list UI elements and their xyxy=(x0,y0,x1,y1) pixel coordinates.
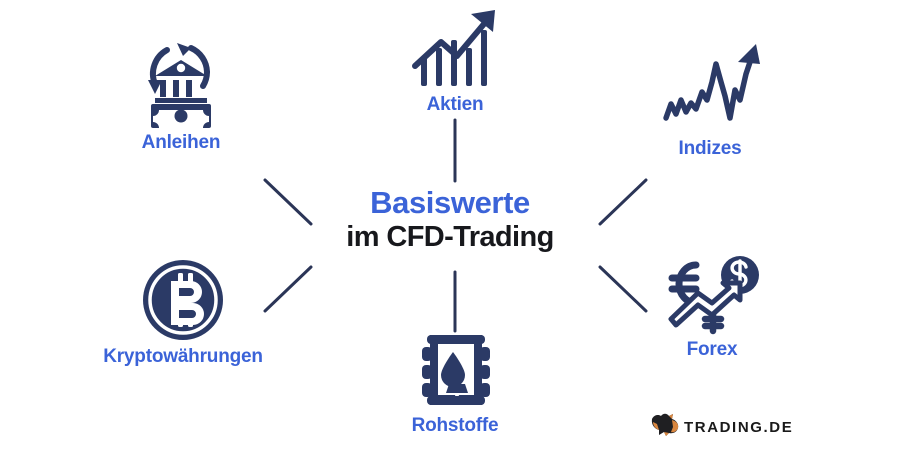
node-aktien[interactable]: Aktien xyxy=(355,4,555,116)
brand-logo[interactable]: TRADING.DE xyxy=(648,411,793,444)
node-label-forex: Forex xyxy=(686,339,738,360)
page-title: Basiswerte im CFD-Trading xyxy=(280,185,620,253)
node-krypto[interactable]: Kryptowährungen xyxy=(83,258,283,368)
node-forex[interactable]: Forex xyxy=(612,253,812,361)
node-anleihen[interactable]: Anleihen xyxy=(81,32,281,154)
node-label-aktien: Aktien xyxy=(426,94,484,115)
connector-indizes xyxy=(598,178,648,226)
brand-name: TRADING.DE xyxy=(684,419,794,436)
page-title-line-2: im CFD-Trading xyxy=(346,220,554,253)
volatile-line-chart-arrow-icon xyxy=(610,34,810,134)
node-rohstoffe[interactable]: Rohstoffe xyxy=(355,327,555,437)
node-indizes[interactable]: Indizes xyxy=(610,34,810,160)
node-label-anleihen: Anleihen xyxy=(141,132,221,153)
bank-recycle-banknote-icon xyxy=(81,32,281,128)
node-label-krypto: Kryptowährungen xyxy=(103,346,263,367)
bitcoin-coin-icon xyxy=(83,258,283,342)
node-label-indizes: Indizes xyxy=(678,138,742,159)
bull-icon xyxy=(648,411,682,444)
currency-exchange-arrow-icon xyxy=(612,253,812,335)
connector-forex xyxy=(598,265,648,313)
page-title-line-1: Basiswerte xyxy=(370,185,530,220)
connector-krypto xyxy=(263,265,313,313)
bar-chart-growth-arrow-icon xyxy=(355,4,555,90)
node-label-rohstoffe: Rohstoffe xyxy=(411,415,499,436)
oil-barrel-gold-bars-icon xyxy=(355,327,555,411)
connector-anleihen xyxy=(263,178,313,226)
